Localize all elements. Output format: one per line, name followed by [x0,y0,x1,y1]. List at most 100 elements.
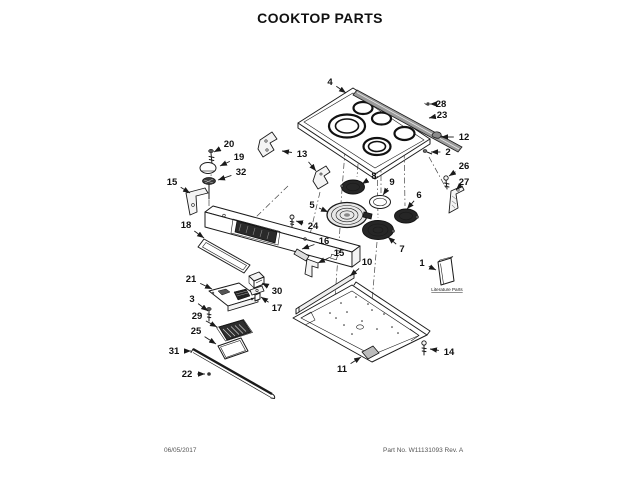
callout-12-label: 12 [459,132,470,143]
control-board-21 [208,282,259,312]
callout-25-leader [204,336,217,345]
clip-12 [431,131,442,139]
screw-22 [207,372,211,376]
control-panel [204,205,361,268]
callout-28-label: 28 [436,99,447,110]
callout-17-leader [260,296,269,304]
callout-4-label: 4 [327,77,333,88]
callout-13-leader [281,149,292,155]
callout-20-leader [213,146,222,153]
bracket-15-right [304,258,319,278]
callout-2-label: 2 [445,147,450,158]
callout-27-label: 27 [459,177,470,188]
callout-24-leader [295,220,304,226]
callout-15-label: 15 [167,177,178,188]
callout-7-leader [387,236,397,245]
module-17 [249,285,265,302]
footer-date: 06/05/2017 [164,447,197,454]
ring-9 [369,195,391,209]
display-window [234,220,278,244]
callout-3-leader [197,303,209,312]
heatsink-29 [216,319,253,342]
callout-14-leader [429,347,439,353]
callout-17-label: 17 [272,303,283,314]
callout-27-leader [455,183,463,191]
screw-20 [208,148,215,165]
callout-21-leader [200,282,213,290]
callout-29-leader [205,320,218,328]
strip-16 [293,248,310,262]
callout-22-label: 22 [182,369,193,380]
glass-cooktop [297,87,431,180]
cap-19 [199,162,217,174]
callout-14-label: 14 [444,347,455,358]
callout-23-leader [428,113,437,120]
callout-30-label: 30 [272,286,283,297]
callout-18-leader [194,230,205,239]
screw-3 [206,307,212,322]
callout-6-leader [406,200,415,210]
page-title: COOKTOP PARTS [257,10,383,26]
burner-large [327,113,367,139]
callout-19-label: 19 [234,152,245,163]
callout-20-label: 20 [224,139,235,150]
callout-10-leader [349,268,360,277]
element-5 [326,201,373,229]
callout-21-label: 21 [186,274,197,285]
callout-32-leader [217,174,232,181]
element-7 [362,220,395,240]
front-rail-10 [295,272,355,315]
callout-11-label: 11 [337,364,348,375]
callout-19-leader [219,160,230,167]
callout-18-label: 18 [181,220,192,231]
callout-15-label: 15 [334,248,345,259]
callout-26-leader [448,169,457,177]
callout-13-label: 13 [297,149,308,160]
callout-7-label: 7 [399,244,404,255]
callout-15-leader [180,186,191,194]
pan-fastener-holes [329,296,399,335]
callout-16-leader [301,244,315,250]
screw-14 [421,340,427,356]
callout-13-leader-1 [308,161,317,172]
element-6 [394,208,419,224]
callout-6-label: 6 [416,190,421,201]
gasket-18 [197,238,251,274]
base-pan [292,281,431,363]
screw-2 [422,149,433,155]
callout-9-leader [382,187,390,196]
callout-3-label: 3 [189,294,194,305]
callout-9-label: 9 [389,177,394,188]
trim-strip-31 [190,347,276,399]
callout-5-leader [318,206,329,213]
literature-label: Literature Parts [431,287,463,292]
footer-part-number: Part No. W11131093 Rev. A [383,447,464,454]
callout-15-leader [317,256,330,264]
literature-pack-icon [437,256,455,286]
callout-1-label: 1 [419,258,425,269]
callout-26-label: 26 [459,161,470,172]
callout-8-label: 8 [371,171,376,182]
callout-32-label: 32 [236,167,247,178]
callout-25-label: 25 [191,326,202,337]
burner-small-mid [370,111,393,126]
callout-30-leader [261,282,270,289]
callout-16-label: 16 [319,236,330,247]
callout-8-leader [361,177,370,185]
callout-5-label: 5 [309,200,315,211]
burner-small-right [393,125,416,142]
callout-23-label: 23 [437,110,448,121]
screw-26 [443,175,450,190]
bracket-15-left [185,187,209,216]
screw-24 [289,214,295,227]
washer-32 [202,177,216,200]
callout-31-label: 31 [169,346,180,357]
bracket-13a [257,131,278,158]
callout-29-label: 29 [192,311,203,322]
plate-25 [217,337,249,360]
bracket-13b [312,165,331,190]
screw-28 [424,102,430,106]
